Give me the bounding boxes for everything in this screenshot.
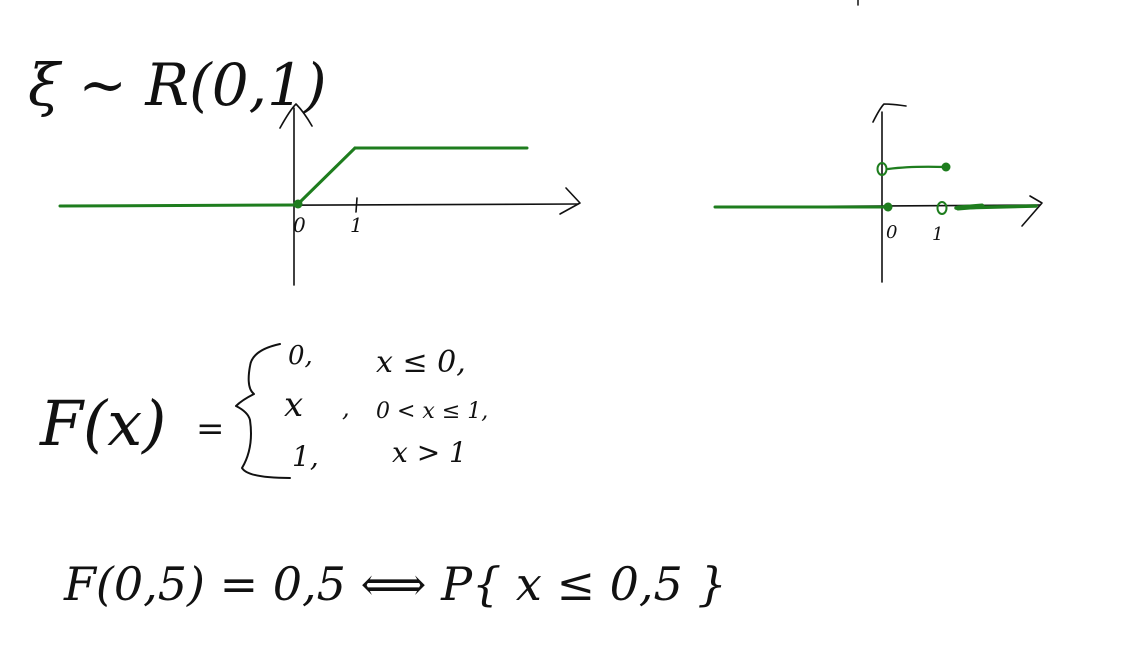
right-one-label: 1: [932, 224, 943, 245]
distribution-label: ξ ~ R(0,1): [28, 51, 327, 119]
right-closed-dot-mid: [941, 162, 951, 172]
right-y-arrow: [872, 103, 907, 123]
right-x-arrow: [1021, 195, 1043, 227]
cdf-equals: =: [196, 409, 225, 449]
left-tick-one: [355, 197, 358, 213]
right-origin-dot: [883, 202, 893, 212]
cdf-case-2-sep: ,: [342, 394, 350, 422]
left-cdf-zero-part: [58, 203, 298, 208]
left-y-arrow: [279, 103, 313, 129]
left-graph: 0 1: [58, 103, 581, 286]
right-after-one-thick: [955, 203, 985, 211]
cdf-brace: [235, 343, 291, 479]
left-origin-label: 0: [293, 213, 306, 237]
left-cdf-ramp: [296, 146, 357, 206]
bottom-equation: F(0,5) = 0,5 ⟺ P{ x ≤ 0,5 }: [63, 557, 727, 611]
right-open-dot-mid: [876, 162, 888, 176]
right-graph: 0 1: [713, 103, 1043, 283]
cdf-lhs: F(x): [39, 387, 166, 460]
left-origin-dot: [293, 199, 303, 209]
cdf-case-2-value: x: [284, 385, 303, 425]
right-origin-label: 0: [886, 222, 897, 243]
cdf-case-3-condition: x > 1: [392, 436, 467, 469]
cdf-case-2-condition: 0 < x ≤ 1,: [376, 399, 488, 424]
cdf-case-3-value: 1,: [292, 440, 319, 473]
cdf-case-1-value: 0,: [288, 341, 313, 371]
cdf-case-1-condition: x ≤ 0,: [376, 345, 466, 380]
right-mid-segment: [886, 165, 947, 171]
left-x-arrow: [559, 187, 581, 215]
left-one-label: 1: [350, 213, 363, 237]
right-open-dot-one: [936, 201, 948, 215]
cdf-definition: F(x) = 0, x ≤ 0, x , 0 < x ≤ 1, 1, x > 1: [39, 341, 488, 479]
